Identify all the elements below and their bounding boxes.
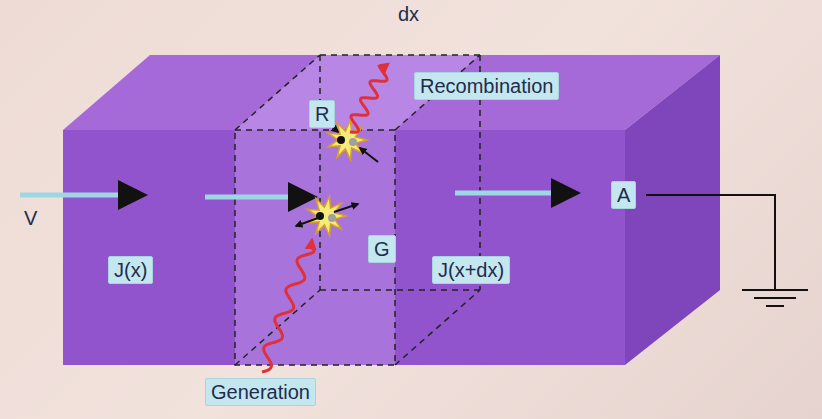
- node-text: Recombination: [420, 74, 553, 98]
- current-label: J(x): [108, 256, 153, 284]
- photon-wave: [262, 240, 314, 372]
- dimension-label: dx: [398, 2, 419, 26]
- photon-wave: [350, 64, 388, 132]
- slab-side-face: [625, 55, 720, 365]
- event-starburst: [307, 196, 346, 235]
- voltage-label: V: [24, 206, 37, 230]
- slab-top-face: [63, 55, 720, 130]
- current-arrows: [20, 193, 575, 197]
- process-label: Recombination: [414, 72, 559, 100]
- node-text: A: [617, 183, 630, 207]
- slab-front-face: [63, 130, 625, 365]
- node-text: J(x+dx): [438, 258, 504, 282]
- node-text: R: [315, 102, 329, 126]
- slice-dashed-edges: [235, 55, 480, 365]
- process-label: Generation: [205, 378, 316, 406]
- ground-wire: [646, 195, 808, 306]
- node-text: G: [374, 237, 390, 261]
- generation-marker: G: [368, 235, 396, 263]
- node-text: J(x): [114, 258, 147, 282]
- recombination-marker: R: [309, 100, 335, 128]
- particle-arrows: [296, 118, 378, 226]
- current-label: J(x+dx): [432, 256, 510, 284]
- node-text: Generation: [211, 380, 310, 404]
- ammeter-terminal: A: [611, 181, 636, 209]
